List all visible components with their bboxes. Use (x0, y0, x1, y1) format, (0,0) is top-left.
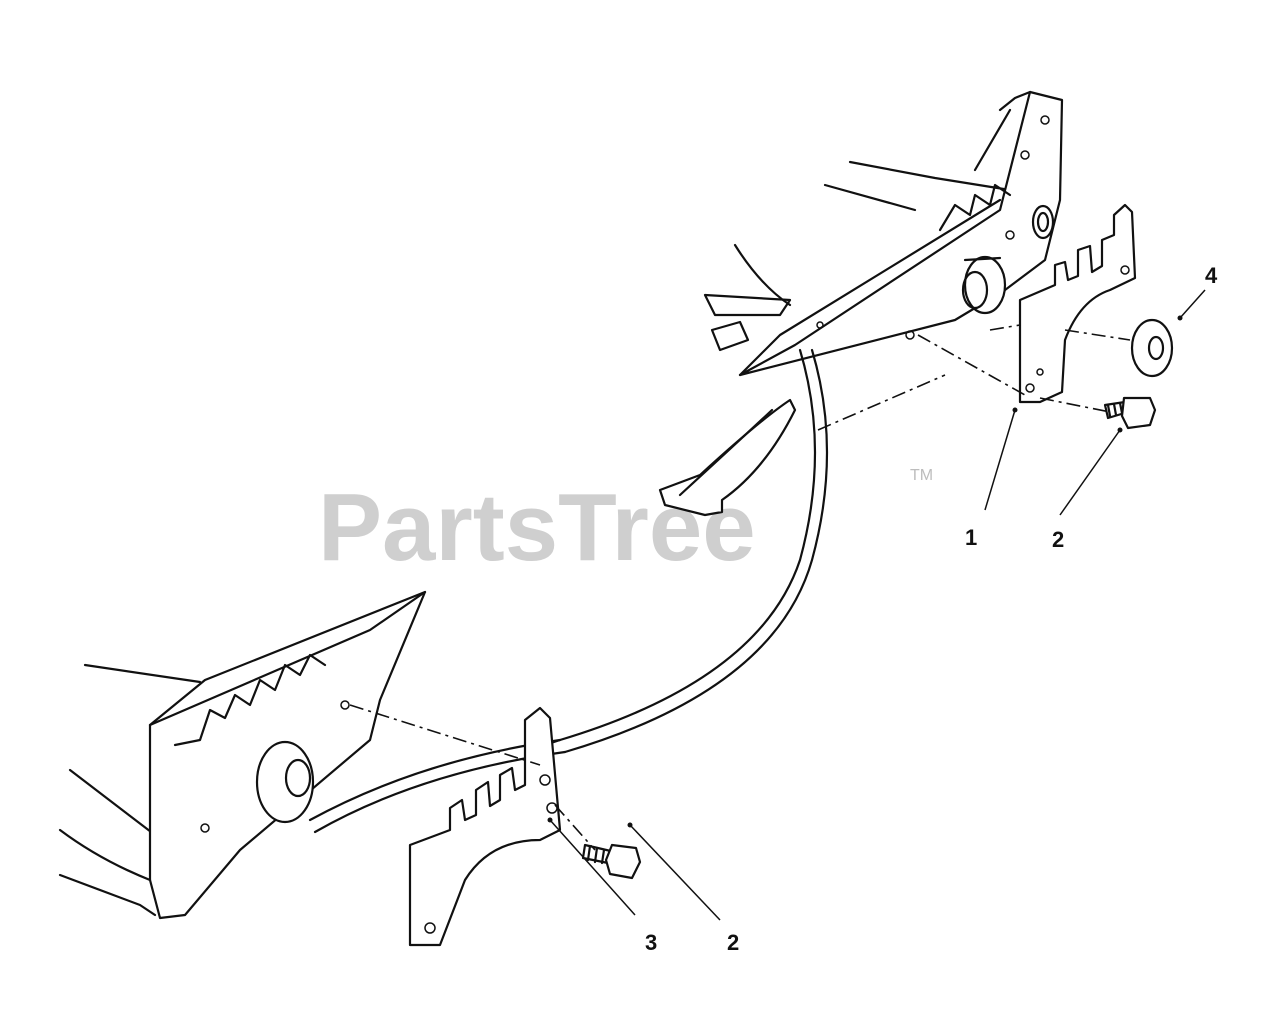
leader-lines (547, 289, 1206, 921)
callout-1: 1 (965, 525, 977, 550)
watermark-trademark: TM (910, 467, 933, 484)
callout-3: 3 (645, 930, 657, 955)
connecting-rod (308, 293, 829, 834)
callout-2-lower: 2 (727, 930, 739, 955)
assembly-lines (349, 324, 1131, 851)
watermark: PartsTree TM (318, 467, 933, 581)
height-bracket-upper (1018, 203, 1137, 404)
callout-2-upper: 2 (1052, 527, 1064, 552)
washer (1130, 318, 1174, 378)
bolt-lower (581, 843, 642, 880)
callout-4: 4 (1205, 263, 1218, 288)
lower-deck-side-assembly (58, 590, 427, 920)
bolt-upper (1103, 396, 1157, 430)
height-bracket-lower (408, 706, 562, 947)
upper-deck-side-assembly (710, 90, 1064, 377)
callouts: 1 2 3 2 4 (645, 263, 1218, 955)
